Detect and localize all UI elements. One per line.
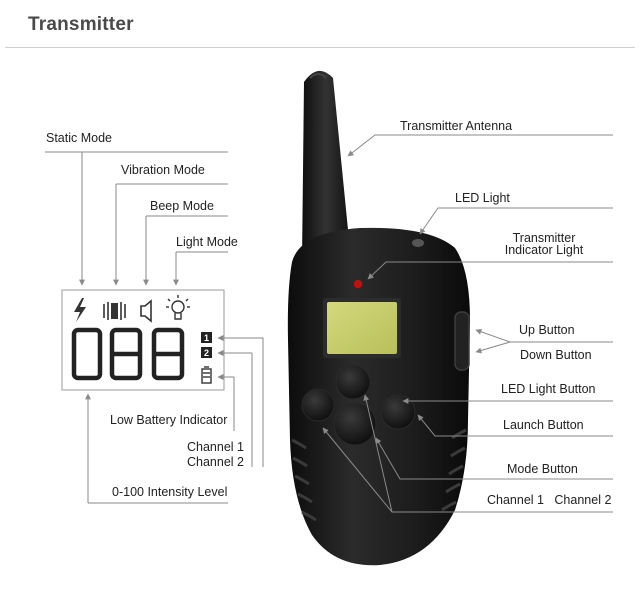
side-rocker: [454, 311, 470, 371]
bulb-icon: [166, 295, 190, 320]
label-beep-mode: Beep Mode: [150, 199, 214, 213]
label-down-button: Down Button: [520, 348, 592, 362]
label-antenna: Transmitter Antenna: [400, 119, 513, 133]
device-buttons: [301, 364, 416, 446]
label-indicator-line1: Transmitter: [512, 231, 576, 245]
left-grip: [291, 438, 317, 522]
label-launch-button: Launch Button: [503, 418, 584, 432]
label-mode-button: Mode Button: [507, 462, 578, 476]
battery-icon: [201, 366, 212, 384]
label-channel-buttons: Channel 1 Channel 2: [487, 493, 612, 507]
svg-text:2: 2: [204, 348, 209, 358]
title-divider: [5, 47, 635, 48]
label-vibration-mode: Vibration Mode: [121, 163, 205, 177]
vibration-icon: [103, 302, 126, 320]
lcd-digits: [71, 327, 185, 381]
right-grip: [441, 428, 467, 512]
lcd-channel-1-box: 1: [201, 332, 212, 343]
antenna: [302, 70, 350, 262]
label-channel-2: Channel 2: [187, 455, 244, 469]
speaker-icon: [140, 299, 152, 323]
lcd-channel-2-box: 2: [201, 347, 212, 358]
label-channel-1: Channel 1: [187, 440, 244, 454]
label-low-battery: Low Battery Indicator: [110, 413, 228, 427]
led-light-bulb: [412, 239, 424, 247]
label-led-light: LED Light: [455, 191, 510, 205]
label-up-button: Up Button: [519, 323, 575, 337]
label-intensity-level: 0-100 Intensity Level: [112, 485, 228, 499]
label-static-mode: Static Mode: [46, 131, 113, 145]
label-light-mode: Light Mode: [176, 235, 238, 249]
indicator-led: [353, 279, 363, 289]
label-led-light-button: LED Light Button: [501, 382, 596, 396]
device-lcd-screen: [327, 302, 397, 354]
leader-lines-right: [322, 134, 613, 513]
lightning-icon: [74, 298, 86, 322]
leader-lines-left: [45, 151, 264, 504]
lcd-callout-box: [61, 289, 225, 391]
label-indicator-line2: Indicator Light: [504, 243, 584, 257]
page-title: Transmitter: [28, 14, 134, 35]
svg-text:1: 1: [204, 333, 209, 343]
